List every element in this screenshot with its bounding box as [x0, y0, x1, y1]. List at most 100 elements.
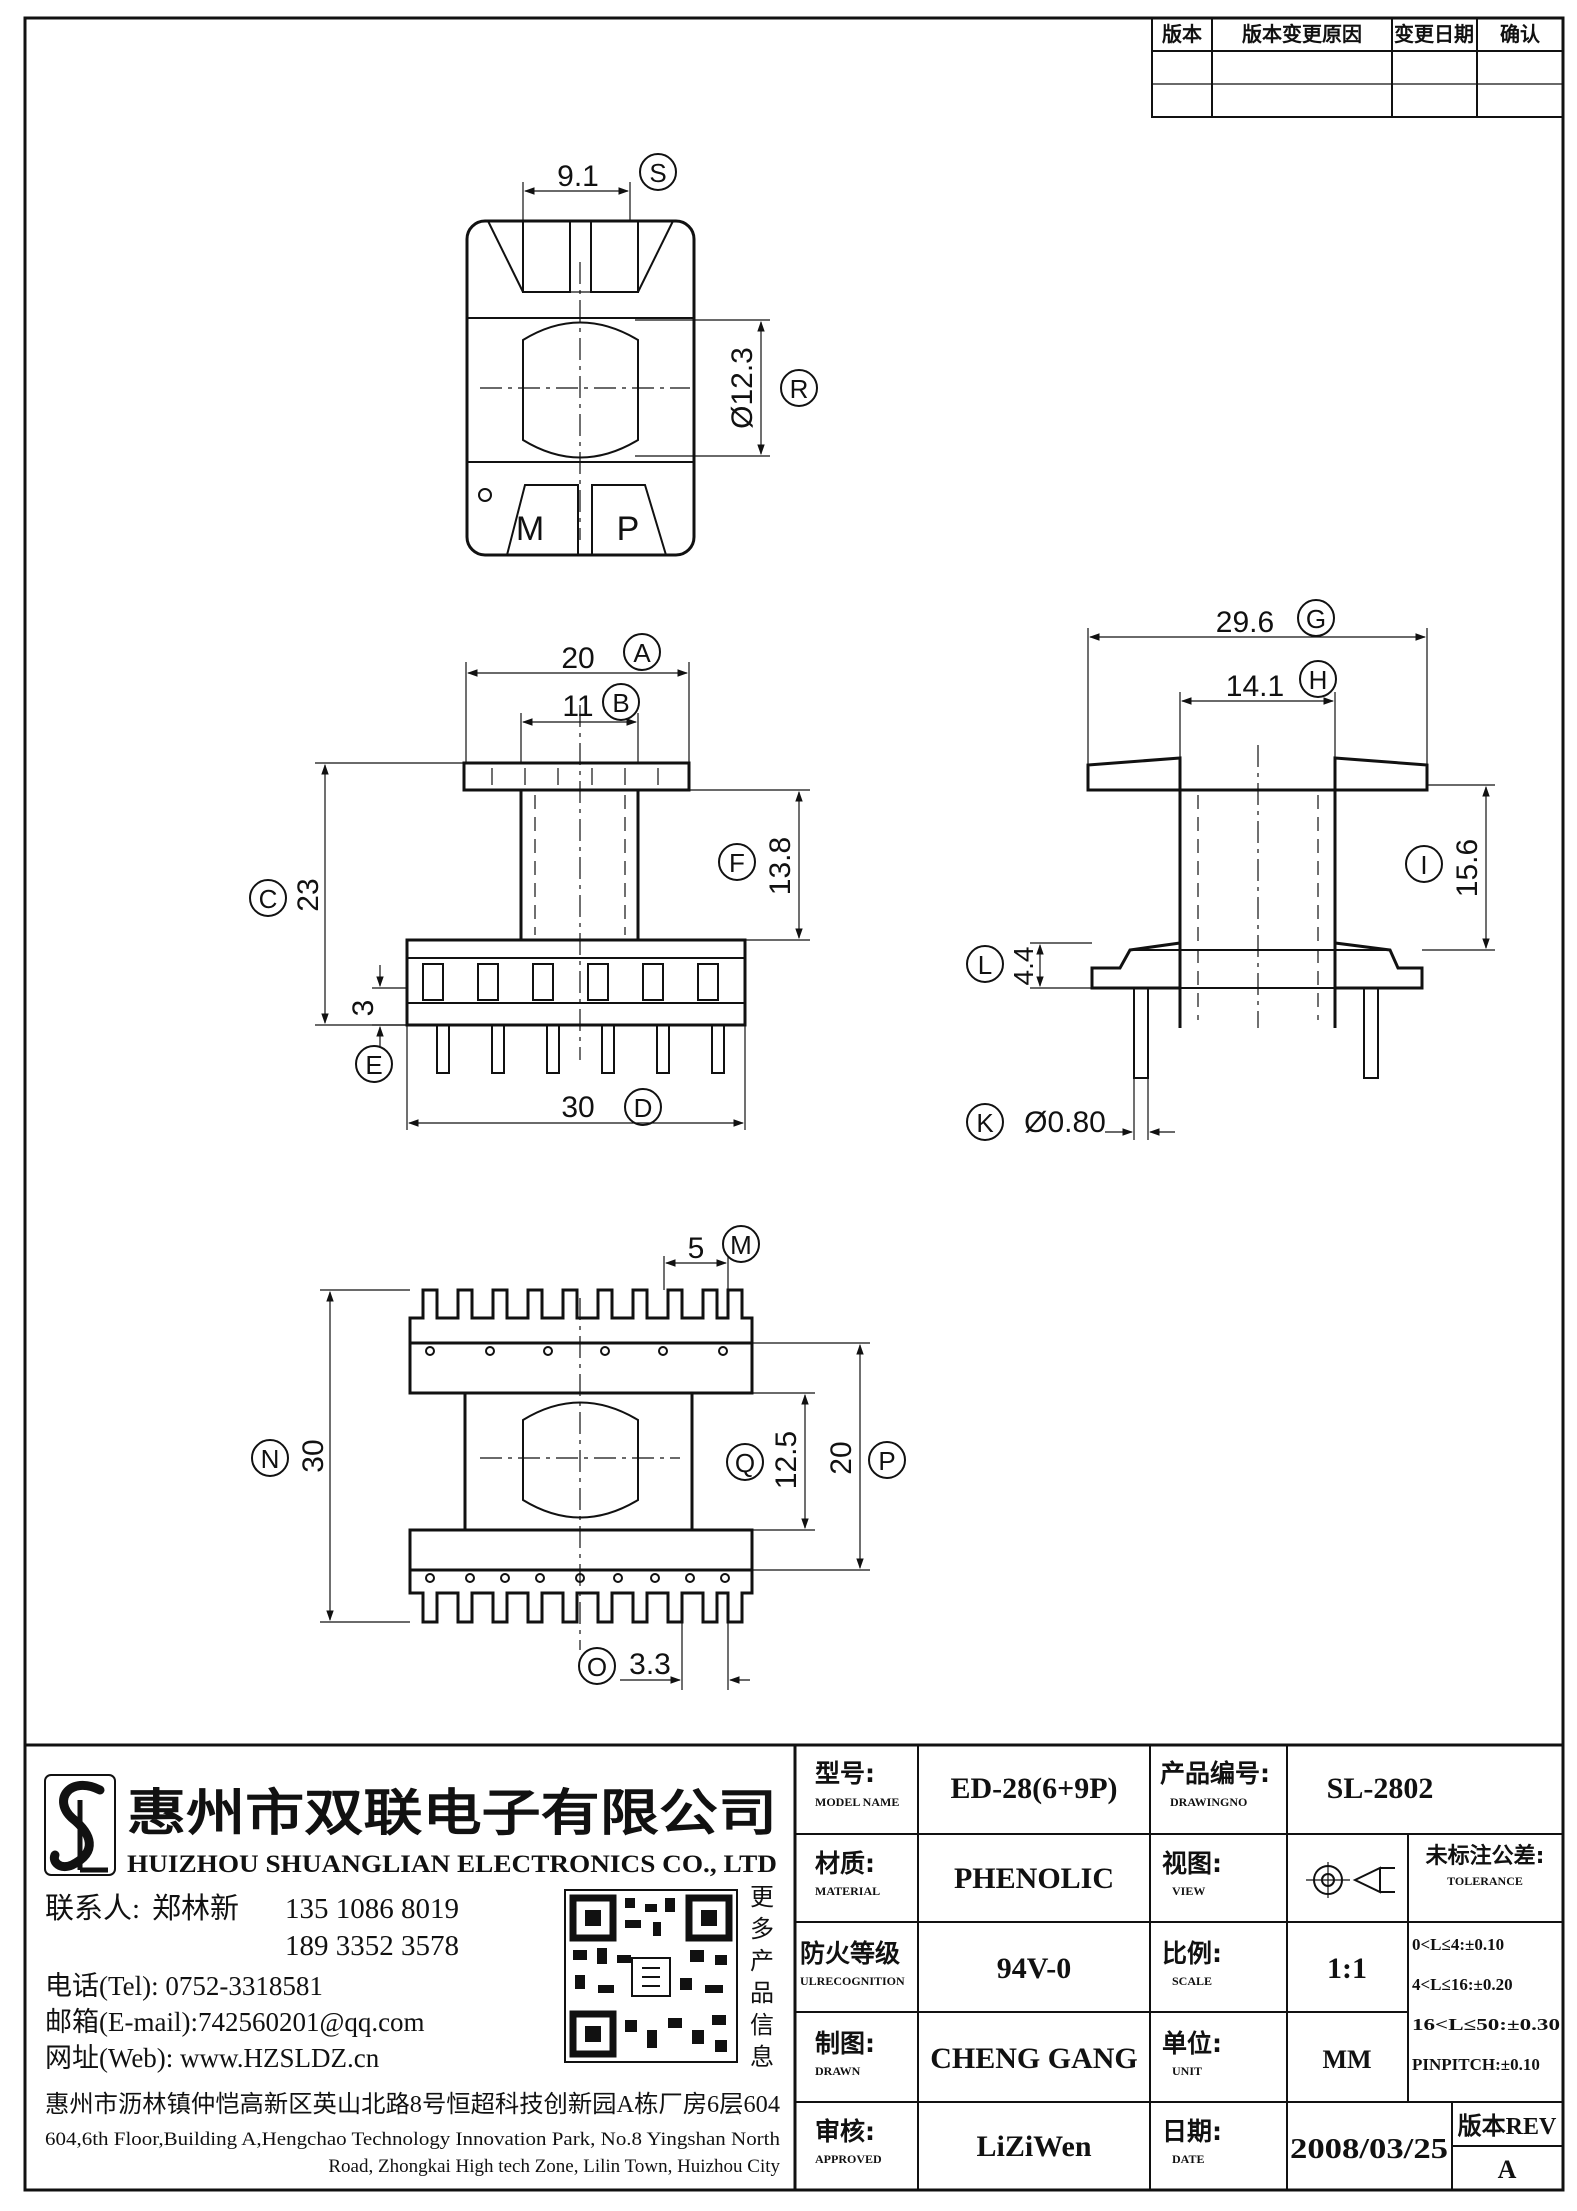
- dim-k-marker: [966, 1103, 1004, 1141]
- dim-s-label: S: [649, 158, 666, 188]
- side-view: 29.6 G 14.1 H 15.6 I 4.4 L Ø0.80 K: [966, 599, 1495, 1141]
- contact-name: 郑林新: [152, 1892, 239, 1925]
- revision-label: 版本REV: [1458, 2113, 1557, 2140]
- dim-m-marker: [722, 1225, 760, 1263]
- unit-label-cn: 单位:: [1162, 2029, 1222, 2058]
- rev-header-date: 变更日期: [1394, 22, 1474, 46]
- dim-l-label: L: [978, 950, 992, 980]
- dim-e-marker: [355, 1045, 393, 1083]
- dim-f-value: 13.8: [764, 837, 797, 895]
- drawing-no-label-en: DRAWINGNO: [1170, 1795, 1247, 1809]
- dim-n-value: 30: [297, 1439, 330, 1472]
- contact-phone-2: 189 3352 3578: [285, 1930, 459, 1962]
- dim-n-marker: [251, 1439, 289, 1477]
- material-label-en: MATERIAL: [815, 1884, 880, 1898]
- dim-g-marker: [1297, 599, 1335, 637]
- pin-mark-m: M: [516, 510, 544, 548]
- fire-rating-label-cn: 防火等级: [800, 1939, 900, 1968]
- contact-label: 联系人:: [45, 1892, 140, 1925]
- dim-s-marker: [639, 153, 677, 191]
- dim-r-value: Ø12.3: [726, 347, 759, 429]
- dim-d-marker: [624, 1088, 662, 1126]
- dim-c-value: 23: [292, 878, 325, 911]
- model-label-en: MODEL NAME: [815, 1795, 899, 1809]
- dim-s-value: 9.1: [557, 160, 599, 193]
- unit-value: MM: [1322, 2045, 1371, 2074]
- dim-r-marker: [780, 369, 818, 407]
- contact-web: 网址(Web): www.HZSLDZ.cn: [45, 2043, 380, 2073]
- dim-b-label: B: [612, 688, 629, 718]
- company-block: 惠州市双联电子有限公司 HUIZHOU SHUANGLIAN ELECTRONI…: [25, 1743, 1563, 2190]
- title-block: 型号: MODEL NAME ED-28(6+9P) 产品编号: DRAWING…: [795, 1745, 1563, 2190]
- dim-m-value: 5: [688, 1232, 705, 1265]
- dim-b-marker: [602, 683, 640, 721]
- approved-label-en: APPROVED: [815, 2152, 882, 2166]
- dim-i-label: I: [1420, 850, 1427, 880]
- dim-c-marker: [249, 879, 287, 917]
- dim-a-marker: [623, 633, 661, 671]
- address-en-line-2: Road, Zhongkai High tech Zone, Lilin Tow…: [328, 2156, 780, 2177]
- dim-q-label: Q: [735, 1448, 755, 1478]
- view-label-cn: 视图:: [1162, 1849, 1222, 1878]
- tolerance-label-en: TOLERANCE: [1447, 1874, 1523, 1888]
- dim-h-label: H: [1309, 665, 1328, 695]
- more-products-char: 更: [750, 1885, 774, 1911]
- drawn-label-en: DRAWN: [815, 2064, 861, 2078]
- tolerance-range-1: 0<L≤4:±0.10: [1412, 1935, 1504, 1954]
- scale-label-en: SCALE: [1172, 1974, 1212, 1988]
- dim-h-value: 14.1: [1226, 670, 1284, 703]
- bottom-view: 5 M 30 N 12.5 Q 20 P 3.3 O: [251, 1225, 906, 1690]
- approved-value: LiZiWen: [976, 2130, 1091, 2163]
- dim-c-label: C: [259, 884, 278, 914]
- front-view: 20 A 11 B 23 C 13.8 F 3 E 30: [249, 633, 810, 1130]
- third-angle-projection-icon: [1306, 1862, 1395, 1898]
- dim-o-value: 3.3: [629, 1648, 671, 1681]
- drawn-value: CHENG GANG: [930, 2042, 1138, 2075]
- dim-e-label: E: [365, 1050, 382, 1080]
- dim-k-value: Ø0.80: [1024, 1106, 1106, 1139]
- address-en-line-1: 604,6th Floor,Building A,Hengchao Techno…: [45, 2129, 781, 2150]
- dim-l-value: 4.4: [1008, 947, 1039, 986]
- contact-tel: 电话(Tel): 0752-3318581: [45, 1971, 323, 2001]
- dim-r-label: R: [790, 374, 809, 404]
- dim-f-label: F: [729, 848, 745, 878]
- rev-header-confirm: 确认: [1500, 22, 1541, 46]
- dim-d-label: D: [634, 1093, 653, 1123]
- more-products-char: 多: [750, 1916, 774, 1943]
- dim-i-marker: [1405, 845, 1443, 883]
- approved-label-cn: 审核:: [815, 2117, 875, 2146]
- address-cn: 惠州市沥林镇仲恺高新区英山北路8号恒超科技创新园A栋厂房6层604: [45, 2091, 780, 2118]
- drawing-no-label-cn: 产品编号:: [1160, 1759, 1270, 1788]
- tolerance-range-3: 16<L≤50:±0.30: [1412, 2015, 1560, 2034]
- qr-code-icon: [564, 1889, 738, 2063]
- dim-h-marker: [1299, 660, 1337, 698]
- dim-g-label: G: [1306, 604, 1326, 634]
- tolerance-pinpitch: PINPITCH:±0.10: [1412, 2055, 1540, 2074]
- more-products-char: 信: [750, 2012, 774, 2039]
- dim-o-marker: [578, 1647, 616, 1685]
- dim-a-value: 20: [561, 642, 594, 675]
- dim-q-value: 12.5: [770, 1431, 803, 1489]
- date-label-cn: 日期:: [1162, 2117, 1222, 2146]
- view-label-en: VIEW: [1172, 1884, 1205, 1898]
- dim-i-value: 15.6: [1451, 839, 1484, 897]
- rev-header-reason: 版本变更原因: [1242, 22, 1362, 46]
- company-name-cn: 惠州市双联电子有限公司: [127, 1784, 777, 1842]
- dim-f-marker: [718, 843, 756, 881]
- dim-p-marker: [868, 1441, 906, 1479]
- dim-k-label: K: [976, 1108, 994, 1138]
- dim-b-value: 11: [562, 690, 593, 723]
- company-name-en: HUIZHOU SHUANGLIAN ELECTRONICS CO., LTD: [127, 1851, 777, 1878]
- material-value: PHENOLIC: [954, 1862, 1114, 1895]
- dim-o-label: O: [587, 1652, 607, 1682]
- tolerance-range-2: 4<L≤16:±0.20: [1412, 1975, 1513, 1994]
- pin-mark-p: P: [617, 510, 640, 548]
- fire-rating-value: 94V-0: [997, 1952, 1071, 1985]
- unit-label-en: UNIT: [1172, 2064, 1202, 2078]
- revision-value: A: [1498, 2155, 1517, 2184]
- contact-phone-1: 135 1086 8019: [285, 1893, 459, 1925]
- dim-p-value: 20: [825, 1441, 858, 1474]
- rev-header-version: 版本: [1162, 22, 1202, 46]
- drawn-label-cn: 制图:: [815, 2029, 875, 2058]
